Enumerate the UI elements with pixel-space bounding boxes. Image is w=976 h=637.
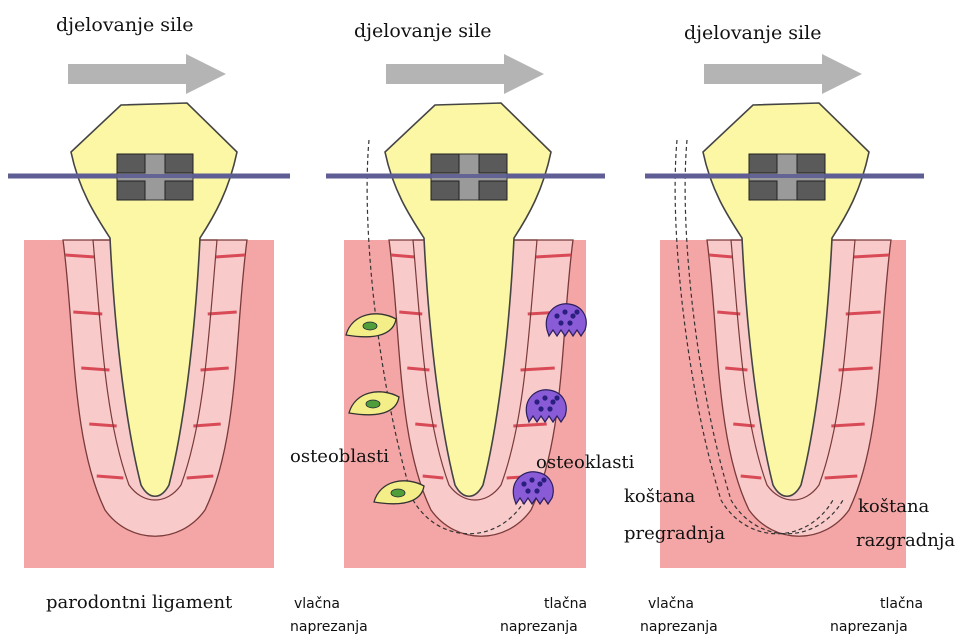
- panel-3-compression-label-line-1: tlačna: [880, 596, 923, 612]
- osteoclast-1-nucleus-1: [554, 313, 559, 318]
- osteoblast-nucleus-2: [366, 400, 380, 408]
- bone-resorption-label-line-2: razgradnja: [856, 530, 955, 551]
- panel-3-fiber-left-3: [725, 368, 747, 370]
- panel-3-force-arrow: [704, 54, 862, 94]
- panel-2-tension-label-line-1: vlačna: [294, 596, 340, 612]
- osteoclast-3-nucleus-4: [525, 488, 530, 493]
- osteoclast-1-nucleus-6: [574, 309, 579, 314]
- osteoclast-2-nucleus-5: [547, 406, 552, 411]
- osteoclast-cell-2: [526, 390, 566, 422]
- panel-2-tension-label-line-2: naprezanja: [290, 619, 368, 635]
- panel-1-bracket-wing-1: [117, 154, 145, 173]
- osteoclast-cell-1: [546, 304, 586, 336]
- panel-2-fiber-right-1: [535, 255, 571, 257]
- bone-remodeling-label-line-1: koštana: [624, 486, 695, 507]
- osteoclast-2-nucleus-3: [550, 399, 555, 404]
- panel-1-force-arrow: [68, 54, 226, 94]
- osteoclast-3-nucleus-6: [541, 477, 546, 482]
- panel-2-fiber-left-3: [407, 368, 429, 370]
- panel-2-title: djelovanje sile: [354, 20, 491, 42]
- panel-2-fiber-left-1: [391, 255, 415, 257]
- panel-1-fiber-left-5: [97, 476, 124, 478]
- periodontal-ligament-label: parodontni ligament: [46, 592, 232, 613]
- panel-2-bracket-wing-3: [431, 181, 459, 200]
- panel-1-bracket-wing-4: [165, 181, 193, 200]
- panel-3-fiber-right-4: [831, 424, 864, 426]
- osteoclast-1-nucleus-2: [562, 309, 567, 314]
- panel-2-bracket-wing-4: [479, 181, 507, 200]
- panel-3-title: djelovanje sile: [684, 22, 821, 44]
- osteoclast-3-nucleus-2: [529, 477, 534, 482]
- panel-1-fiber-right-1: [215, 255, 245, 257]
- osteoclasts-label: osteoklasti: [536, 452, 634, 473]
- panel-3-bracket-wing-3: [749, 181, 777, 200]
- osteoclast-2-nucleus-4: [538, 406, 543, 411]
- panel-2-bracket-wing-2: [479, 154, 507, 173]
- panel-3-fiber-left-5: [741, 476, 762, 478]
- osteoblasts-label: osteoblasti: [290, 446, 389, 467]
- osteoclast-2-nucleus-2: [542, 395, 547, 400]
- osteoclast-1-nucleus-5: [567, 320, 572, 325]
- osteoclast-1-nucleus-3: [570, 313, 575, 318]
- panel-3-fiber-right-2: [846, 312, 881, 314]
- panel-1-fiber-left-2: [73, 312, 102, 314]
- panel-3-fiber-right-1: [853, 255, 889, 257]
- panel-1-fiber-right-2: [208, 312, 237, 314]
- panel-2-force-arrow: [386, 54, 544, 94]
- osteoclast-2-nucleus-6: [554, 395, 559, 400]
- osteoclast-1-nucleus-4: [558, 320, 563, 325]
- osteoclast-cell-3: [513, 472, 553, 504]
- osteoclast-3-nucleus-3: [537, 481, 542, 486]
- panel-2-compression-label-line-1: tlačna: [544, 596, 587, 612]
- osteoclast-2-nucleus-1: [534, 399, 539, 404]
- osteoblast-nucleus-3: [391, 489, 405, 497]
- panel-3-tension-label-line-1: vlačna: [648, 596, 694, 612]
- panel-2-bracket-wing-1: [431, 154, 459, 173]
- panel-3-compression-label-line-2: naprezanja: [830, 619, 908, 635]
- panel-2-compression-label-line-2: naprezanja: [500, 619, 578, 635]
- panel-1-bracket-wing-3: [117, 181, 145, 200]
- panel-2-fiber-left-5: [423, 476, 444, 478]
- panel-1-fiber-right-5: [187, 476, 214, 478]
- panel-2-fiber-right-4: [513, 424, 546, 426]
- panel-1-fiber-left-1: [65, 255, 95, 257]
- panel-3-fiber-left-1: [709, 255, 733, 257]
- bone-resorption-label-line-1: koštana: [858, 496, 929, 517]
- osteoclast-3-nucleus-5: [534, 488, 539, 493]
- panel-3-bracket-wing-1: [749, 154, 777, 173]
- osteoclast-3-nucleus-1: [521, 481, 526, 486]
- osteoblast-nucleus-1: [363, 322, 377, 330]
- panel-3-tension-label-line-2: naprezanja: [640, 619, 718, 635]
- panel-1-title: djelovanje sile: [56, 14, 193, 36]
- panel-3-fiber-right-5: [825, 476, 858, 478]
- bone-remodeling-label-line-2: pregradnja: [624, 523, 725, 544]
- panel-1-bracket-wing-2: [165, 154, 193, 173]
- panel-3-bracket-wing-4: [797, 181, 825, 200]
- panel-3-bracket-wing-2: [797, 154, 825, 173]
